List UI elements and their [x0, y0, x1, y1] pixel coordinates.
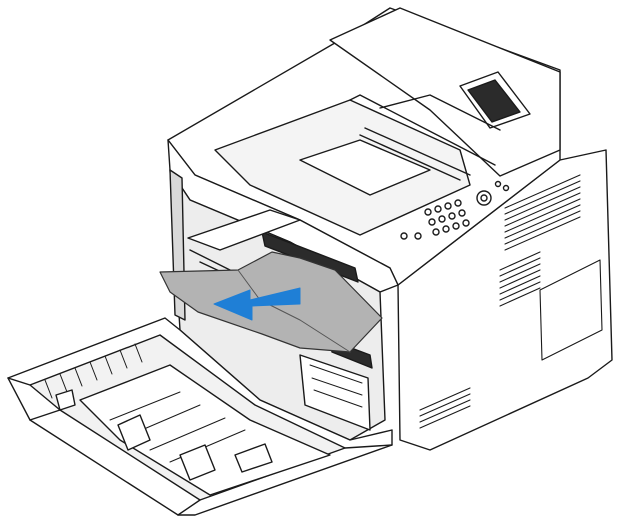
- front-door-hinge-left: [117, 414, 151, 451]
- control-panel: [400, 71, 531, 240]
- control-panel-block: [329, 7, 561, 177]
- front-door: [7, 317, 393, 516]
- front-door-tray-detail: [109, 391, 246, 463]
- side-access-panel: [539, 259, 603, 361]
- output-tray-rib: [359, 127, 471, 181]
- front-door-ribs: [44, 343, 143, 399]
- control-panel-display: [467, 79, 521, 123]
- front-door-hinge-right: [179, 444, 216, 481]
- printer-right-side: [397, 149, 613, 451]
- arrow-shaft: [213, 287, 301, 321]
- front-door-tab: [55, 389, 76, 411]
- jammed-paper-fold: [237, 269, 351, 353]
- front-door-latch: [234, 443, 273, 473]
- interior-rollers: [187, 209, 301, 251]
- output-tray-flap: [299, 139, 431, 196]
- interior-detail-lines: [309, 364, 363, 408]
- control-panel-button: [480, 194, 488, 202]
- pull-direction-arrow: [213, 287, 301, 321]
- output-tray-slot: [349, 94, 501, 166]
- control-panel-display-frame: [459, 71, 531, 129]
- keypad-buttons: [400, 180, 510, 240]
- side-vents: [419, 174, 603, 429]
- interior-lower-guide: [299, 354, 371, 431]
- front-door-rim: [7, 377, 393, 516]
